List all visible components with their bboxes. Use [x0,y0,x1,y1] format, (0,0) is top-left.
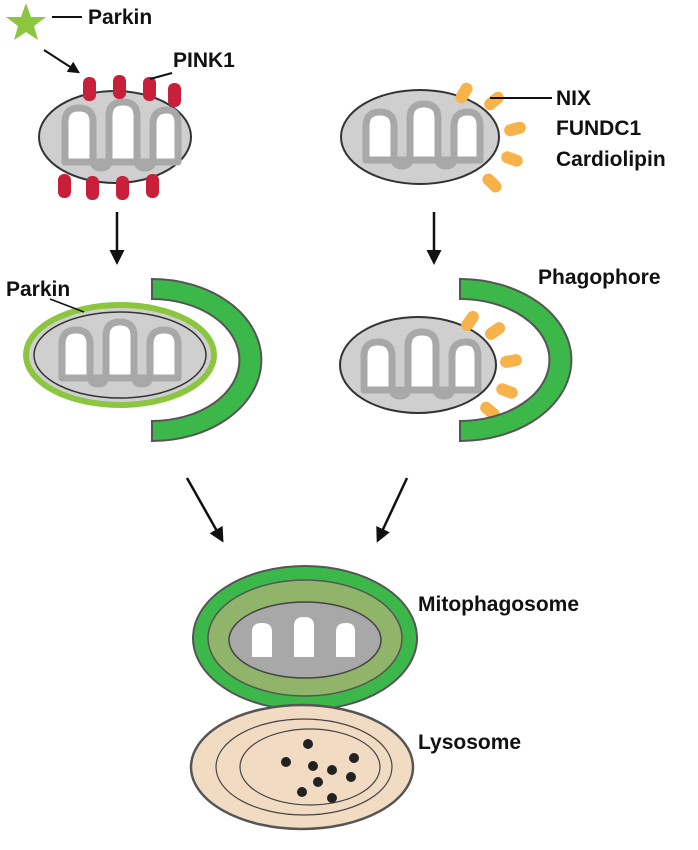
pink1-receptor [168,83,181,107]
label-mitophagosome: Mitophagosome [418,593,579,616]
lysosome [189,703,415,831]
particle [349,753,359,763]
pink1-receptor [146,174,159,198]
label-phagophore: Phagophore [538,266,661,289]
parkin-star-group [6,3,82,74]
particle [346,772,356,782]
lysosome-ring-1 [215,718,393,816]
nix-receptor [461,310,479,332]
star-icon [6,3,46,40]
orange-receptors [455,82,526,193]
pink1-receptor [83,77,96,101]
label-parkin-mid: Parkin [6,278,71,301]
particle [308,761,318,771]
phagophore-left [151,277,263,443]
pink1-receptor [143,77,156,101]
pink1-receptor [58,174,71,198]
parkin-recruit-arrow [43,49,81,74]
particle [303,739,313,749]
mito-cristae [58,318,182,388]
pink1-label-leader [149,72,173,80]
mitophagosome [192,565,418,711]
label-nix: NIX [556,87,592,110]
nix-receptor [496,383,518,399]
lysosome-ring-2 [239,728,381,806]
label-parkin-top: Parkin [88,6,153,29]
nix-receptor [455,82,473,104]
label-fundc1: FUNDC1 [556,117,642,140]
mito-cristae [360,328,482,400]
arrow-left-converge [185,477,224,543]
parkin-mid-leader [49,298,85,313]
mito-pink1 [38,72,192,200]
arrow-right-converge [376,477,409,543]
particle [297,787,307,797]
nix-receptor [501,151,523,167]
lysosome-particles [281,739,359,803]
label-lysosome: Lysosome [418,731,522,754]
mito-receptor-engulfed [339,310,522,421]
nix-receptor [484,91,504,111]
nix-receptor [482,173,502,193]
label-cardiolipin: Cardiolipin [556,148,666,171]
mito-cristae [246,611,361,669]
nix-receptor [504,121,526,137]
label-pink1: PINK1 [173,49,235,72]
pink1-receptor [113,75,126,99]
mito-cristae [362,100,484,170]
mito-cristae [61,98,182,172]
particle [281,757,291,767]
pink1-receptors-bottom [58,174,159,200]
particle [327,793,337,803]
pink1-receptor [86,176,99,200]
pink1-receptors-top [83,75,181,107]
pink1-receptor [116,176,129,200]
particle [313,777,323,787]
nix-receptor [484,322,506,340]
nix-receptor [500,354,522,368]
mito-outer-membrane [33,311,207,399]
mito-parkin-coated [23,298,217,408]
particle [327,765,337,775]
lysosome-membrane [189,703,415,831]
phagophore-right [459,277,573,443]
mito-receptor [340,82,552,193]
